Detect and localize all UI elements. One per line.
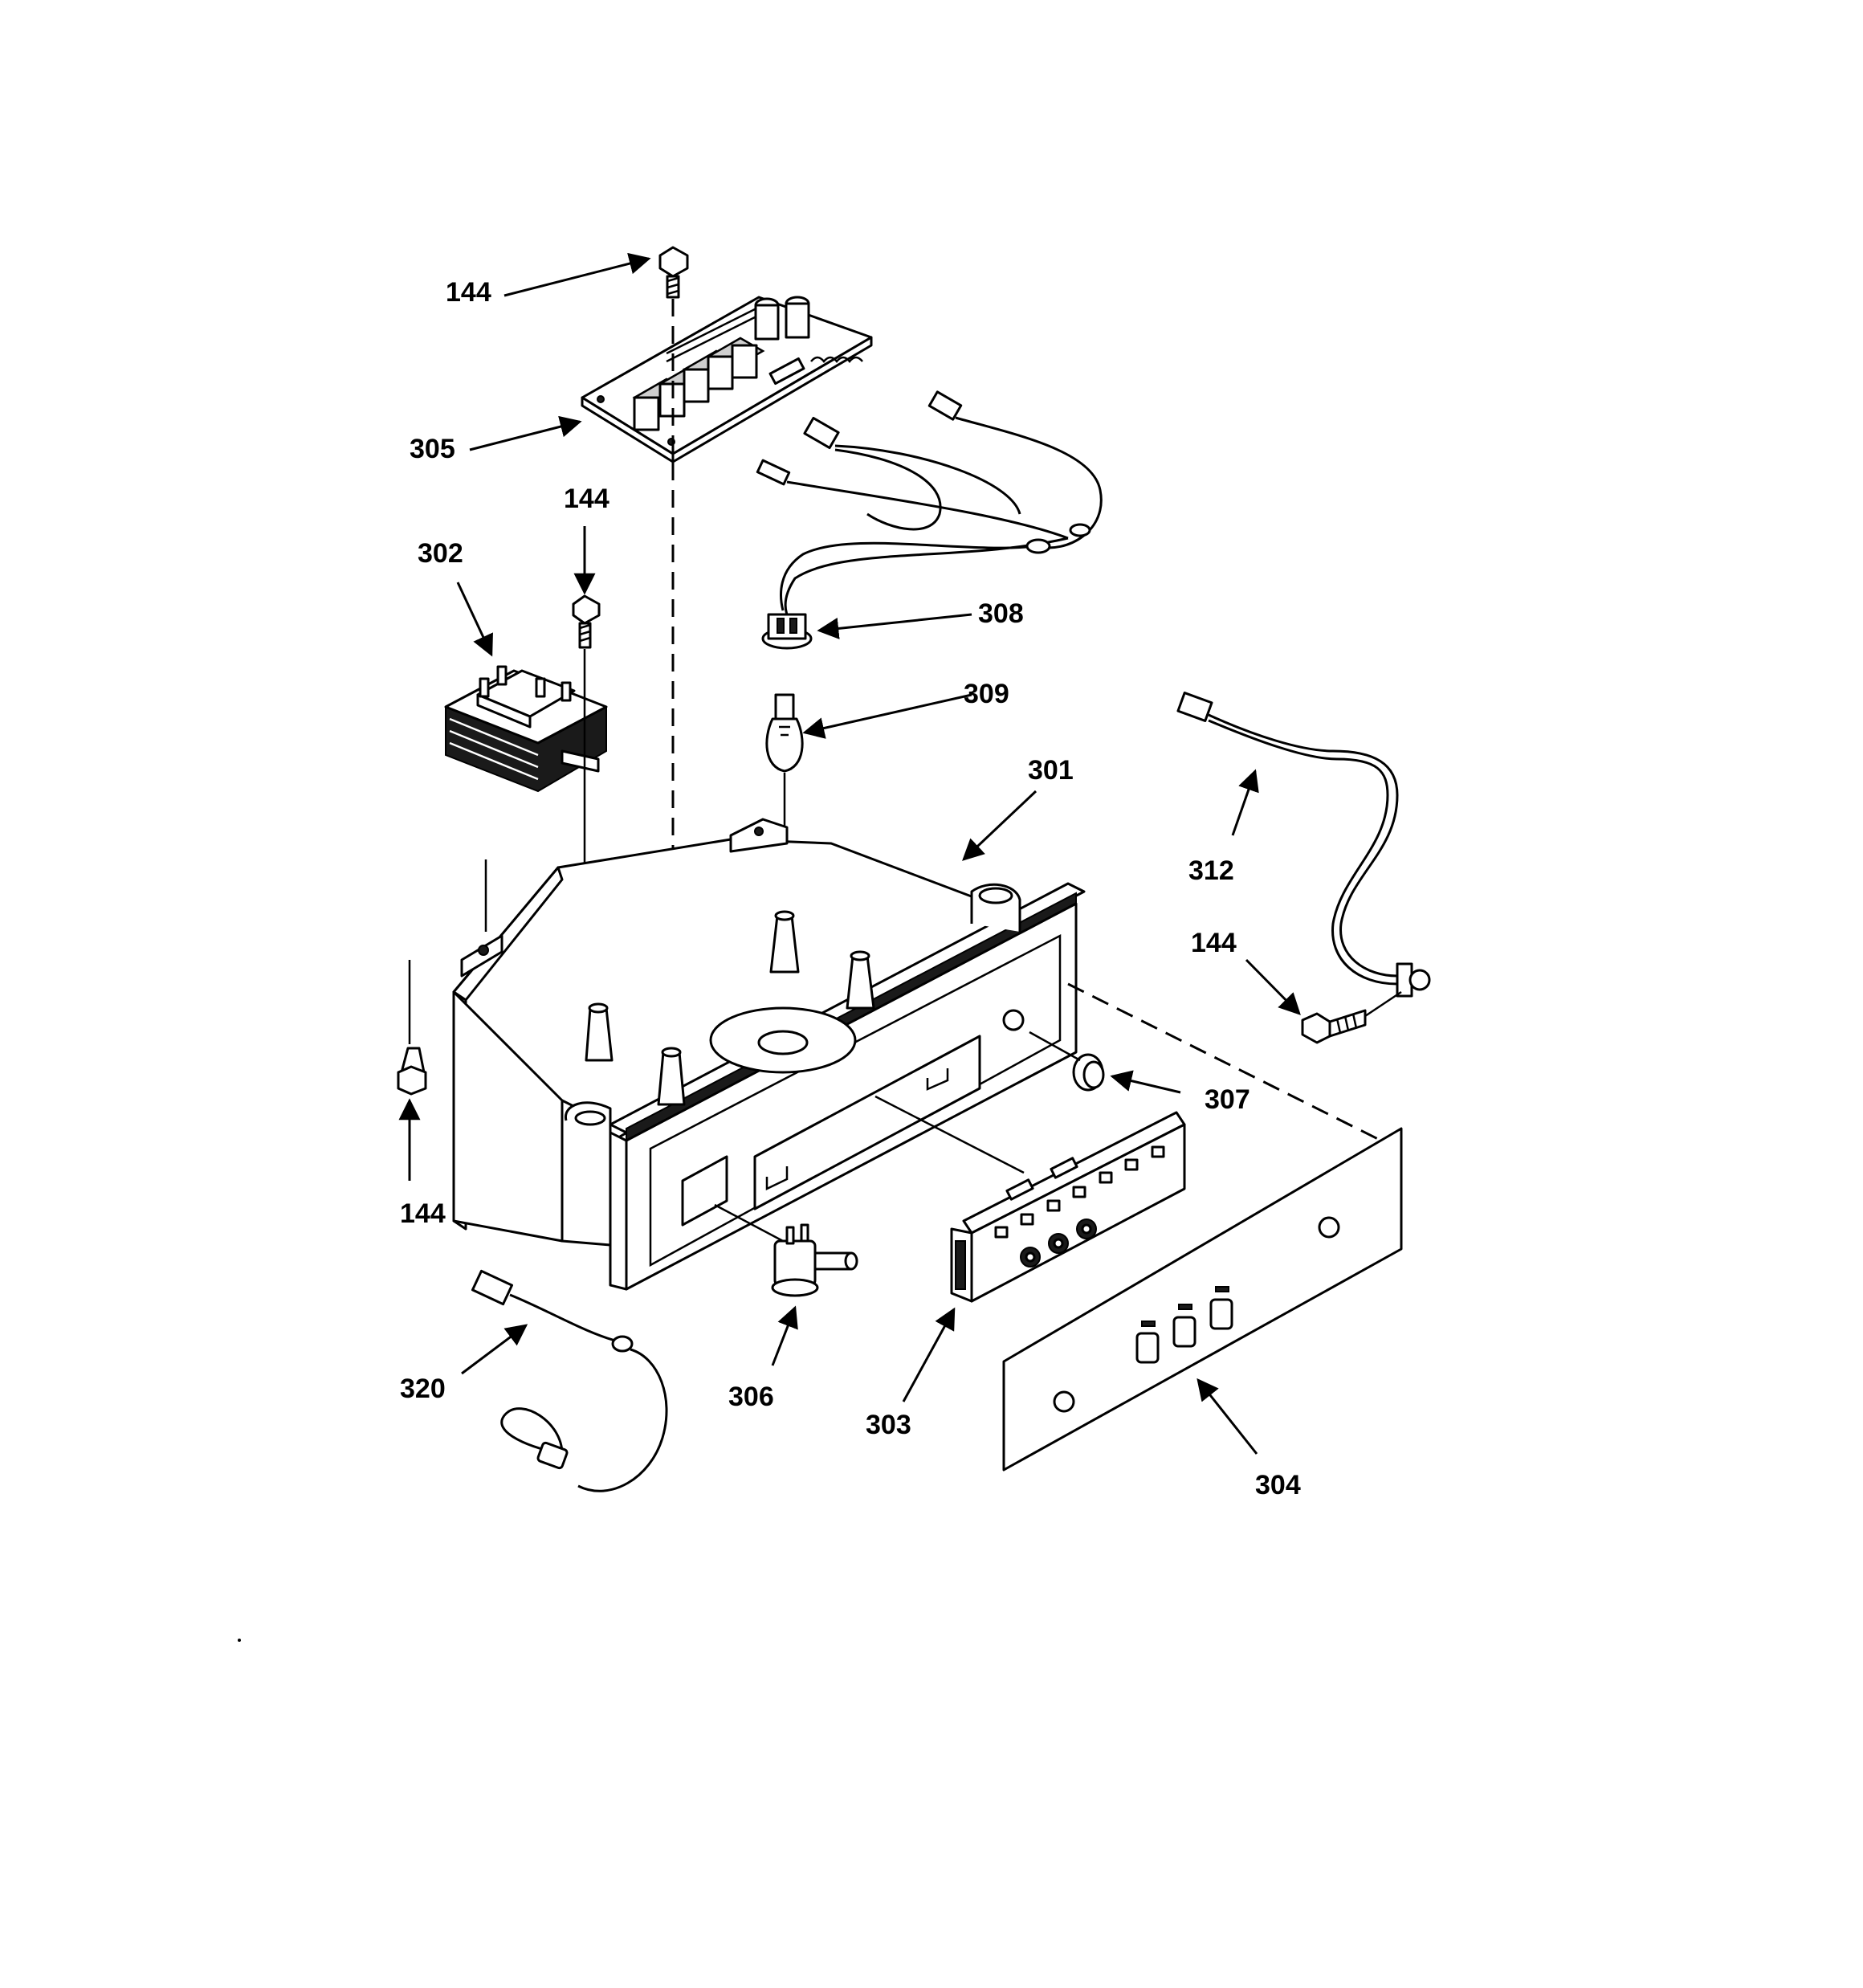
lamp-socket-308 (761, 613, 813, 650)
callout-305: 305 (410, 434, 455, 464)
leader-lines (398, 252, 1301, 1455)
callout-320: 320 (400, 1374, 446, 1404)
switch-306 (714, 1203, 858, 1297)
callout-309: 309 (964, 679, 1009, 709)
wire-312 (1176, 692, 1431, 998)
callout-144-top: 144 (446, 277, 491, 308)
callout-307: 307 (1205, 1084, 1250, 1115)
callout-306: 306 (728, 1382, 774, 1412)
callout-302: 302 (418, 538, 463, 569)
callout-308: 308 (978, 598, 1024, 629)
callout-303: 303 (866, 1410, 911, 1440)
wire-320 (471, 1269, 668, 1492)
callout-304: 304 (1255, 1470, 1301, 1500)
callout-301: 301 (1028, 755, 1074, 786)
screw-144-mid (572, 594, 601, 649)
grommet-307 (1072, 1053, 1105, 1092)
control-board-305 (581, 296, 873, 463)
wire-harness (756, 390, 1103, 615)
light-bulb-309 (765, 693, 804, 773)
callout-144-right: 144 (1191, 928, 1237, 958)
callout-144-mid: 144 (564, 484, 609, 514)
housing-base-301 (452, 818, 1086, 1291)
screw-144-top (658, 246, 689, 299)
callout-labels: 144 305 144 302 308 309 301 312 144 307 … (400, 277, 1301, 1500)
stray-mark (238, 1639, 241, 1642)
callout-144-left: 144 (400, 1198, 446, 1229)
screw-144-right (1301, 990, 1402, 1044)
screw-144-left (397, 960, 427, 1096)
control-panel-303 (874, 1095, 1186, 1303)
callout-312: 312 (1188, 855, 1234, 886)
faceplate-304 (1002, 982, 1403, 1472)
panel-leds (994, 1145, 1165, 1239)
transformer-302 (444, 665, 608, 793)
